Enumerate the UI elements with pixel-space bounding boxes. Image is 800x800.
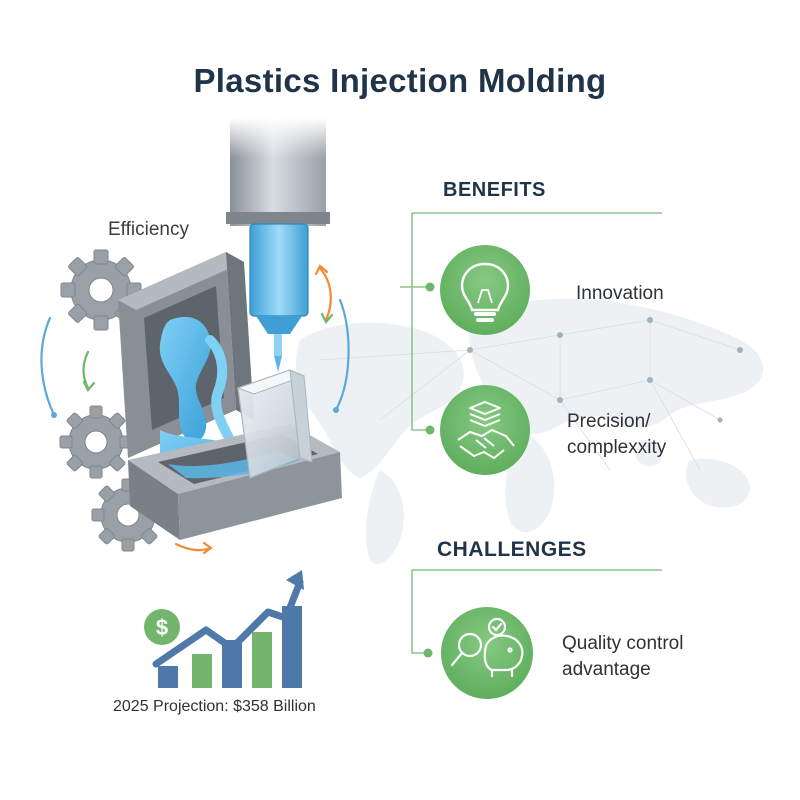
dollar-symbol: $ (156, 615, 168, 640)
growth-chart-icon (152, 570, 304, 688)
connector-node (425, 282, 435, 292)
gear-icon (59, 405, 133, 479)
efficiency-label: Efficiency (108, 219, 189, 240)
magnifier-piggybank-icon (441, 607, 533, 699)
dollar-icon: $ (144, 609, 180, 645)
connector-node (425, 425, 435, 435)
connector-node (423, 648, 433, 658)
benefit-innovation-label: Innovation (576, 283, 664, 304)
projection-label: 2025 Projection: $358 Billion (113, 698, 316, 715)
molded-part (236, 369, 313, 479)
page-title: Plastics Injection Molding (193, 62, 607, 99)
cycle-arrows (40, 264, 350, 555)
benefits-connector (400, 212, 662, 431)
lightbulb-icon (440, 245, 530, 335)
injection-nozzle (226, 118, 330, 226)
benefit-precision-label: Precision/ complexxity (567, 411, 667, 458)
benefits-heading: BENEFITS (443, 179, 546, 201)
challenge-quality-label: Quality control advantage (562, 633, 684, 680)
syringe-barrel (249, 223, 309, 372)
challenges-heading: CHALLENGES (437, 538, 587, 561)
network-nodes (467, 317, 743, 423)
challenges-connector (411, 569, 662, 654)
handshake-layers-icon (440, 385, 530, 475)
